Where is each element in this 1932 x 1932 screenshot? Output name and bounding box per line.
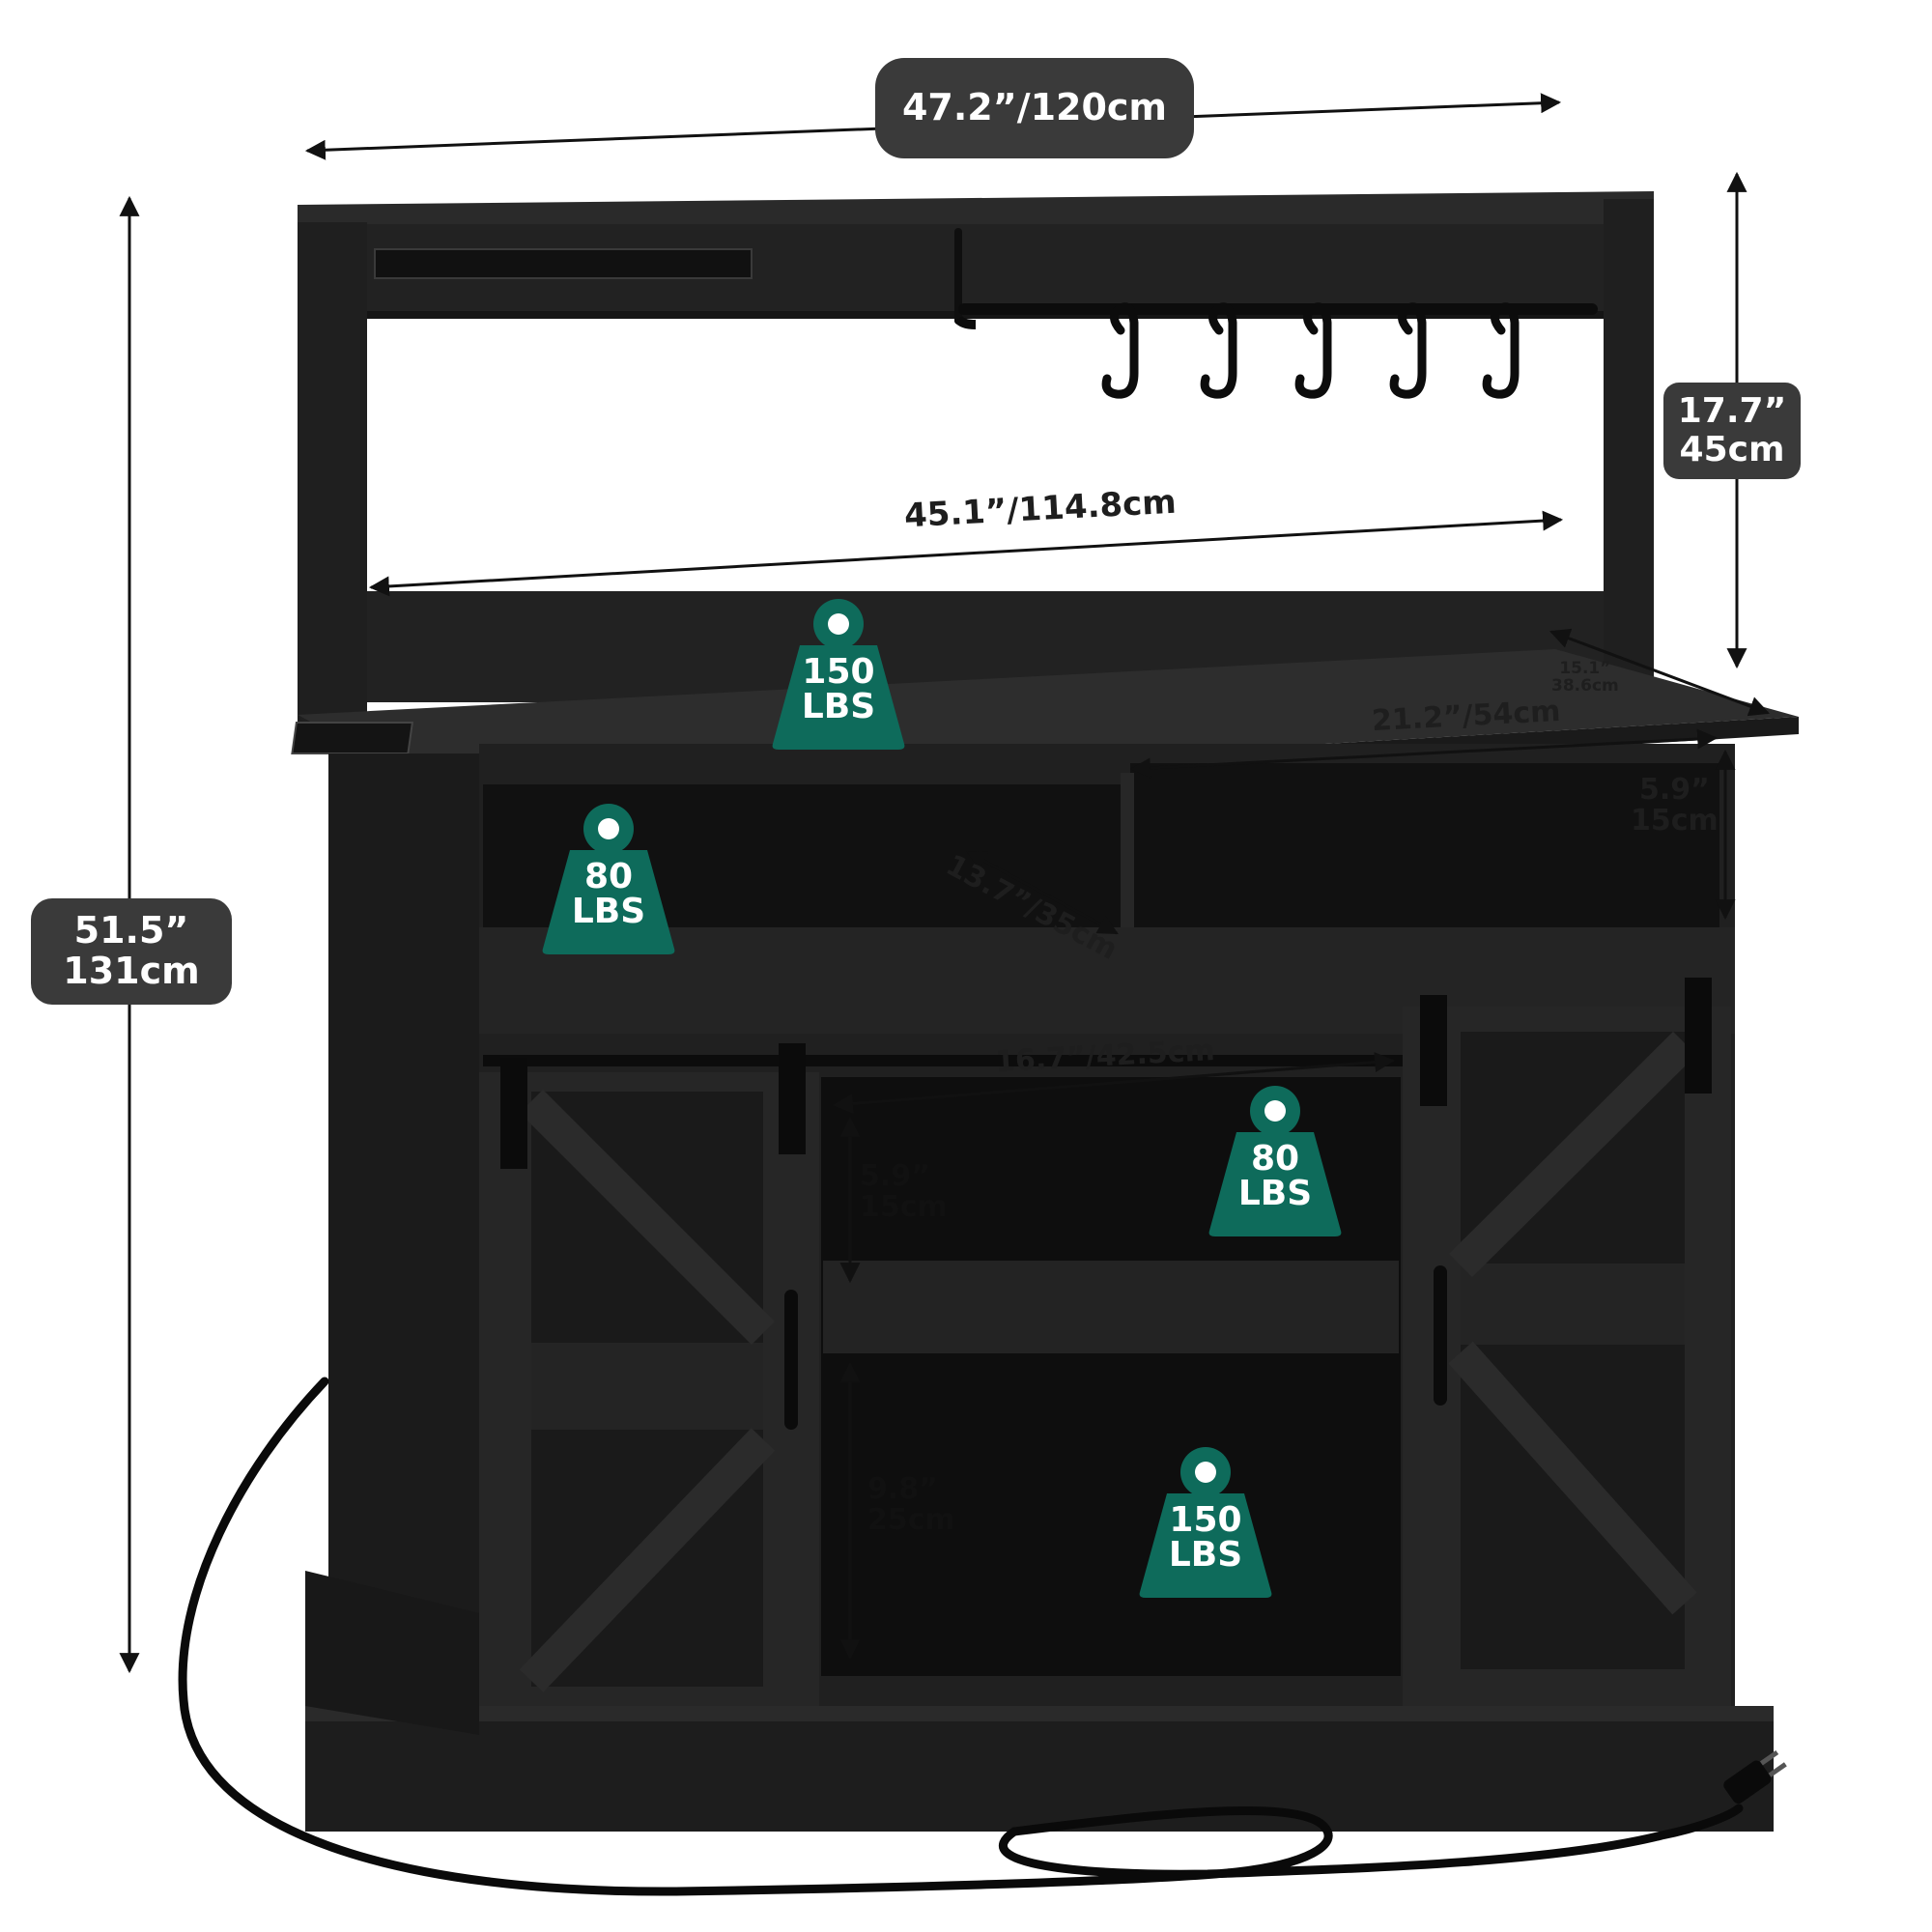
right-cubby-height-in: 5.9”	[1638, 773, 1710, 807]
glass-holder-rail	[374, 248, 753, 279]
countertop-weight-unit: LBS	[801, 687, 876, 726]
cabinet-shelf-weight-unit: LBS	[1237, 1174, 1313, 1213]
cabinet-shelf-weight-value: 80	[1250, 1139, 1300, 1179]
power-cord	[178, 1377, 1744, 1896]
cabinet-lower-height-cm: 25cm	[867, 1502, 955, 1537]
dim-line-cubby-depth	[966, 850, 1119, 935]
left-barn-door	[479, 1043, 819, 1706]
overall-height-in: 51.5”	[73, 909, 189, 952]
weight-icon	[1208, 1086, 1342, 1236]
cabinet-base	[305, 1706, 1774, 1832]
weight-icon	[772, 599, 905, 750]
hutch-height-pill: 17.7” 45cm	[1663, 383, 1801, 479]
weight-icon	[1139, 1447, 1272, 1598]
left-cubby-weight-value: 80	[583, 857, 634, 896]
dim-line-right-cubby-width	[1129, 728, 1719, 779]
cabinet-upper-height-cm: 15cm	[860, 1189, 948, 1224]
right-cubby-height-cm: 15cm	[1631, 803, 1719, 838]
plug-icon	[1723, 1749, 1787, 1804]
hutch	[298, 191, 1654, 724]
overall-width-label: 47.2”/120cm	[901, 86, 1168, 129]
cabinet-lower-height-label: 9.8” 25cm	[867, 1474, 955, 1535]
upper-right-cubby	[1130, 763, 1719, 927]
top-depth-label: 15.1” 38.6cm	[1551, 659, 1619, 696]
weight-icon	[542, 804, 675, 954]
overall-height-cm: 131cm	[63, 950, 200, 992]
hutch-height-cm: 45cm	[1679, 430, 1785, 469]
top-depth-cm: 38.6cm	[1551, 675, 1619, 696]
overall-height-pill: 51.5” 131cm	[31, 898, 232, 1005]
power-strip	[291, 722, 414, 754]
right-cubby-height-label: 5.9” 15cm	[1631, 775, 1719, 836]
hutch-right-post	[1604, 199, 1654, 721]
cabinet-upper-height-label: 5.9” 15cm	[860, 1161, 948, 1222]
overall-width-pill: 47.2”/120cm	[875, 58, 1194, 158]
s-hooks	[1101, 302, 1520, 399]
cabinet-upper-height-in: 5.9”	[860, 1159, 930, 1193]
left-cubby-weight-unit: LBS	[571, 892, 646, 931]
top-depth-in: 15.1”	[1559, 659, 1611, 678]
hutch-left-post	[298, 222, 367, 724]
cabinet-bottom-weight-value: 150	[1169, 1500, 1242, 1540]
hutch-height-in: 17.7”	[1677, 391, 1787, 432]
countertop-weight-value: 150	[802, 652, 875, 692]
hutch-top-panel	[298, 191, 1654, 230]
cabinet-lower-height-in: 9.8”	[867, 1472, 938, 1506]
cabinet-left-side	[328, 753, 479, 1731]
right-barn-door	[1403, 978, 1731, 1706]
dim-line-top-depth	[1549, 628, 1770, 717]
cabinet-bottom-weight-unit: LBS	[1168, 1535, 1243, 1575]
dim-line-hutch-inner-width	[368, 510, 1564, 597]
dim-line-cabinet-inner-width	[832, 1052, 1396, 1114]
center-shelf	[823, 1261, 1399, 1353]
